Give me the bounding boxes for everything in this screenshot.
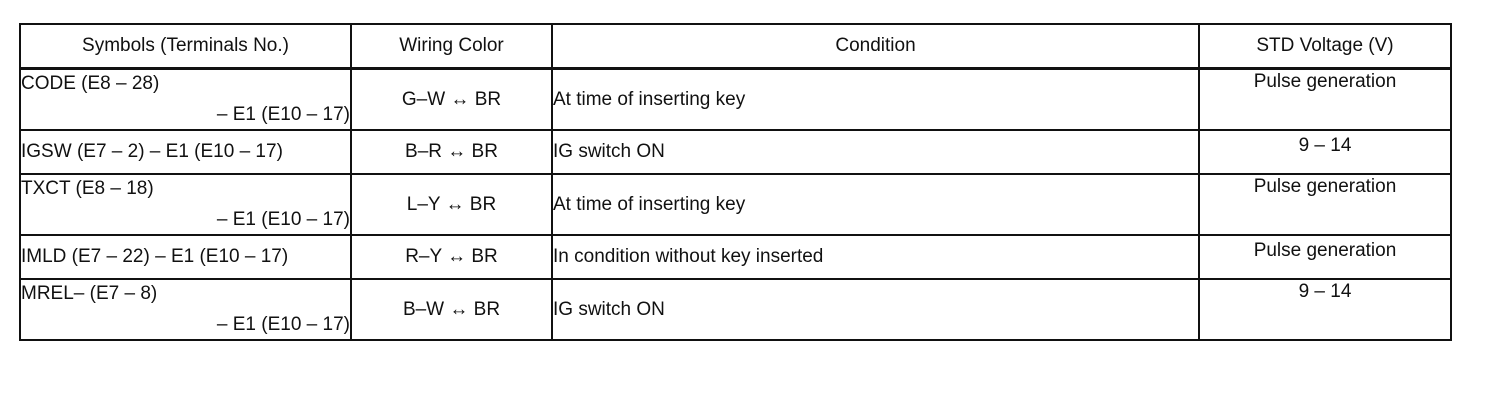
table-row-igsw: IGSW (E7 – 2) – E1 (E10 – 17) B–R ↔ BR I… — [19, 129, 1452, 175]
condition-cell: IG switch ON — [551, 278, 1200, 341]
symbol-ground: – E1 (E10 – 17) — [216, 209, 350, 230]
symbol-cell: CODE (E8 – 28) – E1 (E10 – 17) — [19, 67, 352, 131]
header-std-voltage: STD Voltage (V) — [1198, 23, 1452, 70]
header-wiring-color: Wiring Color — [350, 23, 553, 70]
symbol-cell: MREL– (E7 – 8) – E1 (E10 – 17) — [19, 278, 352, 341]
std-voltage-cell: Pulse generation — [1198, 173, 1452, 236]
terminal-voltage-table: Symbols (Terminals No.) Wiring Color Con… — [19, 23, 1452, 341]
std-voltage-cell: Pulse generation — [1198, 234, 1452, 280]
symbol-terminal: CODE (E8 – 28) — [21, 73, 160, 94]
condition-cell: In condition without key inserted — [551, 234, 1200, 280]
symbol-ground: – E1 (E10 – 17) — [216, 314, 350, 335]
table-row-code: CODE (E8 – 28) – E1 (E10 – 17) G–W ↔ BR … — [19, 67, 1452, 131]
table-row-txct: TXCT (E8 – 18) – E1 (E10 – 17) L–Y ↔ BR … — [19, 173, 1452, 236]
std-voltage-cell: Pulse generation — [1198, 67, 1452, 131]
wiring-color-cell: G–W ↔ BR — [350, 67, 553, 131]
symbol-cell: TXCT (E8 – 18) – E1 (E10 – 17) — [19, 173, 352, 236]
table-row-imld: IMLD (E7 – 22) – E1 (E10 – 17) R–Y ↔ BR … — [19, 234, 1452, 280]
symbol-terminal: MREL– (E7 – 8) — [21, 283, 158, 304]
wiring-color-cell: B–R ↔ BR — [350, 129, 553, 175]
voltage-spec-sheet: Symbols (Terminals No.) Wiring Color Con… — [19, 23, 1452, 386]
wiring-color-cell: L–Y ↔ BR — [350, 173, 553, 236]
table-row-mrel: MREL– (E7 – 8) – E1 (E10 – 17) B–W ↔ BR … — [19, 278, 1452, 341]
table-header-row: Symbols (Terminals No.) Wiring Color Con… — [19, 23, 1452, 70]
symbol-cell: IGSW (E7 – 2) – E1 (E10 – 17) — [19, 129, 352, 175]
header-symbols: Symbols (Terminals No.) — [19, 23, 352, 70]
std-voltage-cell: 9 – 14 — [1198, 129, 1452, 175]
condition-cell: At time of inserting key — [551, 67, 1200, 131]
header-condition: Condition — [551, 23, 1200, 70]
condition-cell: IG switch ON — [551, 129, 1200, 175]
symbol-cell: IMLD (E7 – 22) – E1 (E10 – 17) — [19, 234, 352, 280]
symbol-ground: – E1 (E10 – 17) — [216, 104, 350, 125]
std-voltage-cell: 9 – 14 — [1198, 278, 1452, 341]
wiring-color-cell: B–W ↔ BR — [350, 278, 553, 341]
symbol-terminal: TXCT (E8 – 18) — [21, 178, 154, 199]
symbol-terminal: IMLD (E7 – 22) – E1 (E10 – 17) — [21, 246, 289, 267]
wiring-color-cell: R–Y ↔ BR — [350, 234, 553, 280]
symbol-terminal: IGSW (E7 – 2) – E1 (E10 – 17) — [21, 141, 283, 162]
condition-cell: At time of inserting key — [551, 173, 1200, 236]
